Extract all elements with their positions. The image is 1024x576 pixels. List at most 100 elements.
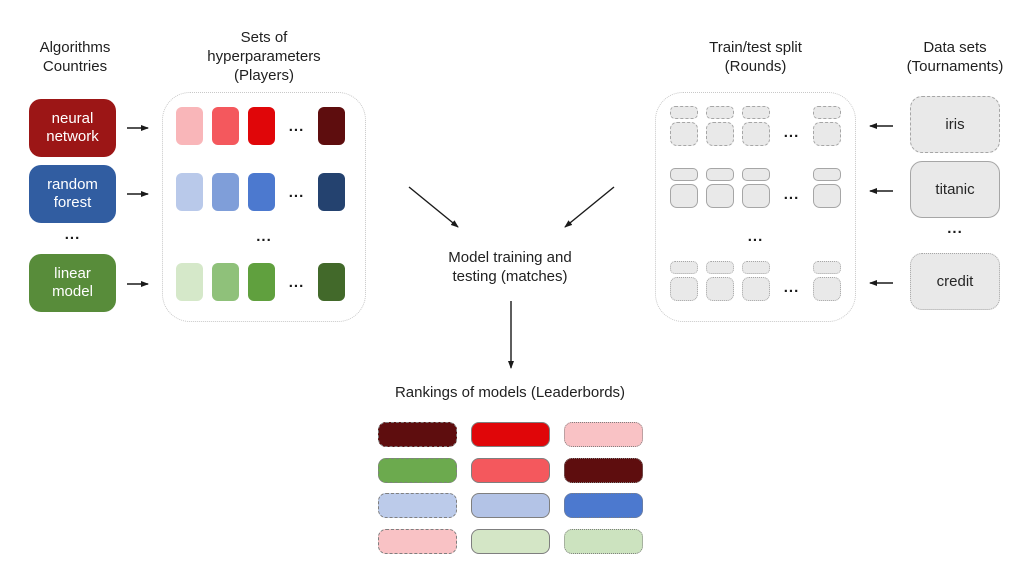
test-split-block — [670, 168, 698, 181]
hyperparameters-title-line3: (Players) — [233, 67, 294, 84]
train-test-split-pair — [706, 106, 734, 146]
algorithms-title-line2: Countries — [42, 58, 108, 75]
ranking-entry — [378, 458, 457, 483]
ranking-entry — [471, 493, 550, 518]
train-split-block — [813, 277, 841, 301]
hyperparameter-swatch — [176, 107, 203, 145]
ellipsis: ... — [288, 183, 305, 201]
test-split-block — [706, 168, 734, 181]
train-test-split-pair — [742, 106, 770, 146]
algorithm-box-random-forest: random forest — [29, 165, 116, 223]
algorithm-label: random forest — [47, 176, 98, 211]
ranking-entry — [564, 493, 643, 518]
traintest-title-line1: Train/test split — [709, 39, 802, 56]
test-split-block — [813, 168, 841, 181]
rankings-row-3 — [378, 493, 643, 518]
ranking-entry — [378, 493, 457, 518]
rankings-row-1 — [378, 422, 643, 447]
hyperparameter-swatch — [248, 173, 275, 211]
train-split-block — [813, 184, 841, 208]
datasets-title-line1: Data sets — [923, 39, 987, 56]
arrow-icon-rounds-to-training — [564, 186, 615, 228]
ranking-entry — [564, 458, 643, 483]
traintest-row-iris: ... — [670, 106, 841, 146]
algorithms-title: Algorithms Countries — [8, 38, 142, 76]
test-split-block — [813, 261, 841, 274]
ranking-entry — [378, 529, 457, 554]
ellipsis: ... — [783, 124, 800, 141]
hyperparameter-row-linear-model: ... — [176, 263, 345, 301]
ranking-entry — [564, 529, 643, 554]
hyperparameter-swatch — [318, 107, 345, 145]
test-split-block — [742, 168, 770, 181]
traintest-title: Train/test split (Rounds) — [655, 38, 856, 76]
traintest-title-line2: (Rounds) — [724, 58, 787, 75]
training-label-line1: Model training and — [448, 249, 572, 266]
algorithm-label: neural network — [46, 110, 99, 145]
ranking-entry — [378, 422, 457, 447]
ranking-entry — [564, 422, 643, 447]
test-split-block — [742, 106, 770, 119]
hyperparameter-swatch — [318, 263, 345, 301]
ellipsis: ... — [288, 117, 305, 135]
test-split-block — [706, 106, 734, 119]
training-label: Model training and testing (matches) — [420, 248, 600, 286]
traintest-row-titanic: ... — [670, 168, 841, 208]
ellipsis: ... — [783, 186, 800, 203]
test-split-block — [670, 106, 698, 119]
dataset-box-titanic: titanic — [910, 161, 1000, 218]
train-split-block — [670, 184, 698, 208]
ellipsis: ... — [783, 279, 800, 296]
training-label-line2: testing (matches) — [452, 268, 568, 285]
dataset-label: iris — [945, 116, 965, 133]
train-split-block — [706, 122, 734, 146]
algorithm-box-linear-model: linear model — [29, 254, 116, 312]
algorithms-ellipsis: ... — [64, 226, 81, 243]
train-test-split-pair — [742, 261, 770, 301]
train-test-split-pair — [706, 261, 734, 301]
train-test-split-pair — [706, 168, 734, 208]
traintest-ellipsis: ... — [747, 228, 764, 245]
train-split-block — [742, 122, 770, 146]
hyperparameter-swatch — [248, 107, 275, 145]
dataset-box-iris: iris — [910, 96, 1000, 153]
train-test-split-pair — [813, 106, 841, 146]
train-test-split-pair — [670, 106, 698, 146]
train-test-split-pair — [670, 261, 698, 301]
train-split-block — [742, 184, 770, 208]
hyperparameter-swatch — [176, 263, 203, 301]
algorithms-title-line1: Algorithms — [39, 39, 111, 56]
hyperparameter-swatch — [318, 173, 345, 211]
algorithm-label: linear model — [52, 265, 93, 300]
hyperparameter-swatch — [176, 173, 203, 211]
hyperparameters-title-line1: Sets of — [240, 29, 288, 46]
rankings-title: Rankings of models (Leaderbords) — [394, 384, 626, 401]
ranking-entry — [471, 458, 550, 483]
test-split-block — [670, 261, 698, 274]
train-split-block — [742, 277, 770, 301]
train-test-split-pair — [813, 168, 841, 208]
rankings-row-4 — [378, 529, 643, 554]
ranking-entry — [471, 529, 550, 554]
datasets-ellipsis: ... — [947, 220, 963, 237]
algorithm-box-neural-network: neural network — [29, 99, 116, 157]
dataset-label: credit — [936, 273, 974, 290]
test-split-block — [706, 261, 734, 274]
train-split-block — [813, 122, 841, 146]
hyperparameter-row-neural-network: ... — [176, 107, 345, 145]
train-split-block — [670, 277, 698, 301]
hyperparameter-row-random-forest: ... — [176, 173, 345, 211]
train-test-split-pair — [670, 168, 698, 208]
train-test-split-pair — [742, 168, 770, 208]
traintest-row-credit: ... — [670, 261, 841, 301]
test-split-block — [742, 261, 770, 274]
test-split-block — [813, 106, 841, 119]
datasets-title-line2: (Tournaments) — [906, 58, 1004, 75]
hyperparameter-swatch — [212, 263, 239, 301]
hyperparameters-ellipsis: ... — [256, 228, 272, 245]
hyperparameters-title: Sets of hyperparameters (Players) — [162, 28, 366, 85]
train-split-block — [706, 277, 734, 301]
train-split-block — [670, 122, 698, 146]
